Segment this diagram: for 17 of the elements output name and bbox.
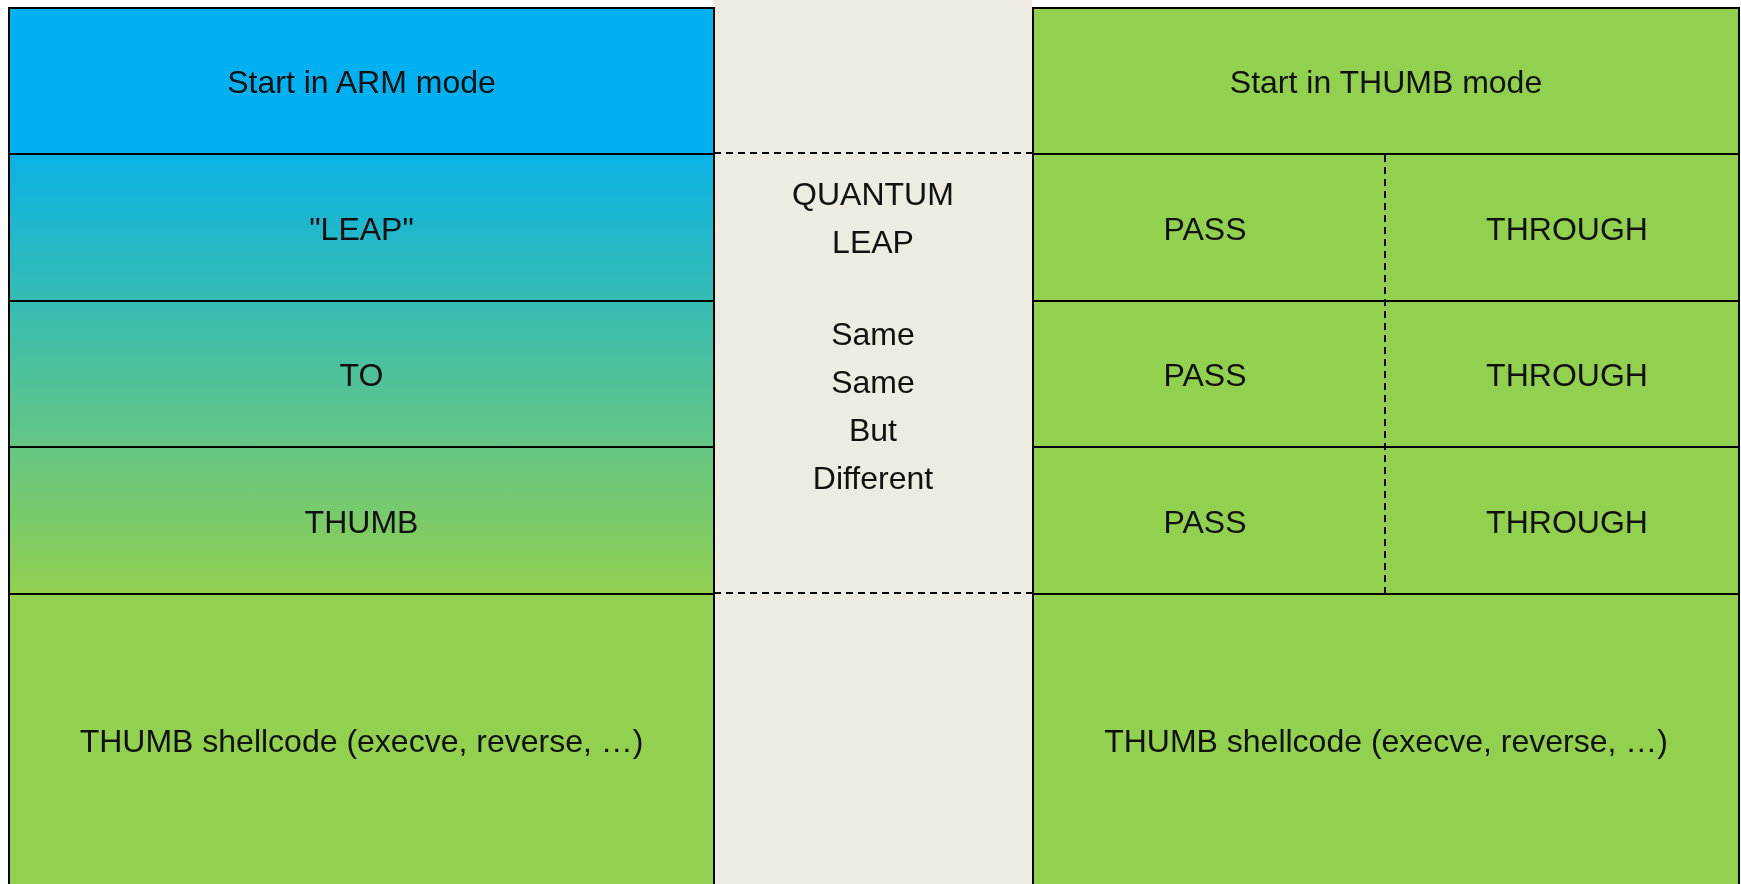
box-label: Start in THUMB mode	[1229, 63, 1543, 102]
side-note: QUANTUM LEAP	[792, 175, 954, 262]
box-label: THROUGH	[1485, 209, 1649, 249]
shellcode-box	[1032, 593, 1740, 884]
side-note: Same Same But Different	[812, 315, 934, 498]
box-label: THROUGH	[1485, 502, 1649, 542]
box-label: THUMB shellcode (execve, reverse, …)	[79, 721, 644, 761]
box-label: THROUGH	[1485, 356, 1649, 395]
box-label: PASS	[1162, 356, 1248, 395]
box-label: PASS	[1162, 502, 1248, 542]
box-label: THUMB	[304, 502, 419, 542]
box-label: PASS	[1162, 209, 1248, 249]
box-label: Start in ARM mode	[227, 63, 496, 102]
box-label: TO	[339, 356, 384, 395]
shellcode-box	[8, 593, 715, 884]
box-label: "LEAP"	[309, 209, 414, 249]
box-label: THUMB shellcode (execve, reverse, …)	[1104, 721, 1668, 761]
